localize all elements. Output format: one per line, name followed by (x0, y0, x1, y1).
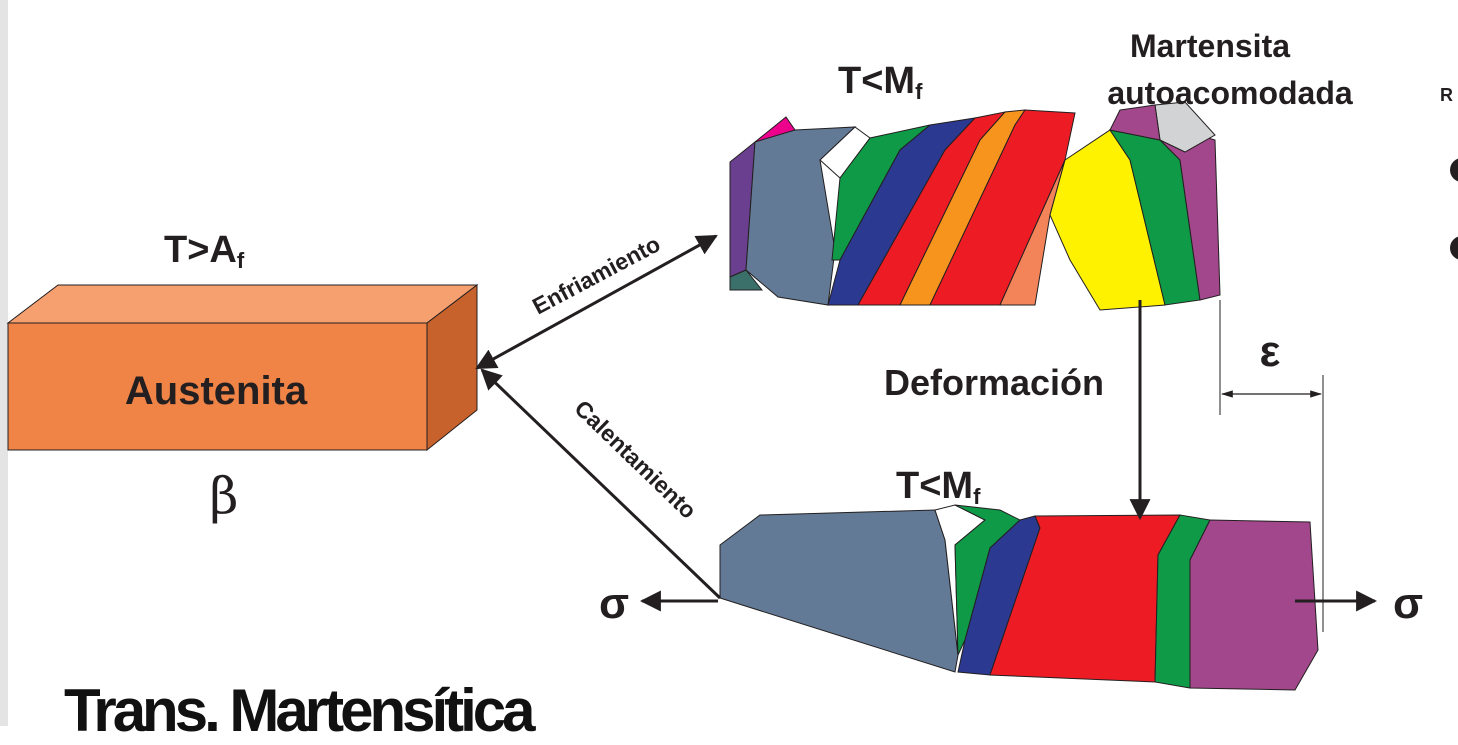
heating-label: Calentamiento (570, 395, 702, 524)
austenite-front-face (7, 322, 428, 451)
deformed-purple (1189, 519, 1319, 691)
variant-teal (729, 269, 764, 291)
martensite-temperature: T<Mf (838, 60, 923, 104)
austenite-label: Austenita (125, 369, 308, 413)
martensite-label-line1: Martensita (1130, 28, 1290, 64)
austenite-top-face (6, 284, 479, 324)
deformation-label: Deformación (884, 362, 1104, 403)
variant-purple-top (1109, 104, 1161, 141)
stress-symbol-right: σ (1393, 579, 1423, 628)
cropped-bullet-1 (1450, 158, 1458, 182)
stress-symbol-left: σ (599, 579, 629, 628)
left-margin-bar (0, 0, 8, 726)
deformed-martensite-block (719, 504, 1319, 691)
martensite-label-line2: autoacomodada (1107, 75, 1353, 111)
self-accommodated-martensite-block (729, 101, 1221, 311)
martensitic-transformation-diagram: Austenita β T>Af T<Mf Martensita autoaco… (6, 28, 1458, 691)
deformed-temperature: T<Mf (896, 465, 981, 509)
footer-title: Trans. Martensítica (64, 677, 536, 744)
beta-symbol: β (210, 467, 239, 525)
heating-arrow (480, 368, 722, 600)
austenite-temperature: T>Af (164, 229, 245, 273)
deformed-slate (719, 509, 959, 673)
cropped-bullet-2 (1450, 236, 1458, 260)
cropped-letter-fragment: R (1440, 85, 1453, 105)
austenite-block (6, 283, 479, 452)
cooling-arrow (475, 234, 718, 370)
strain-symbol: ε (1260, 327, 1281, 376)
